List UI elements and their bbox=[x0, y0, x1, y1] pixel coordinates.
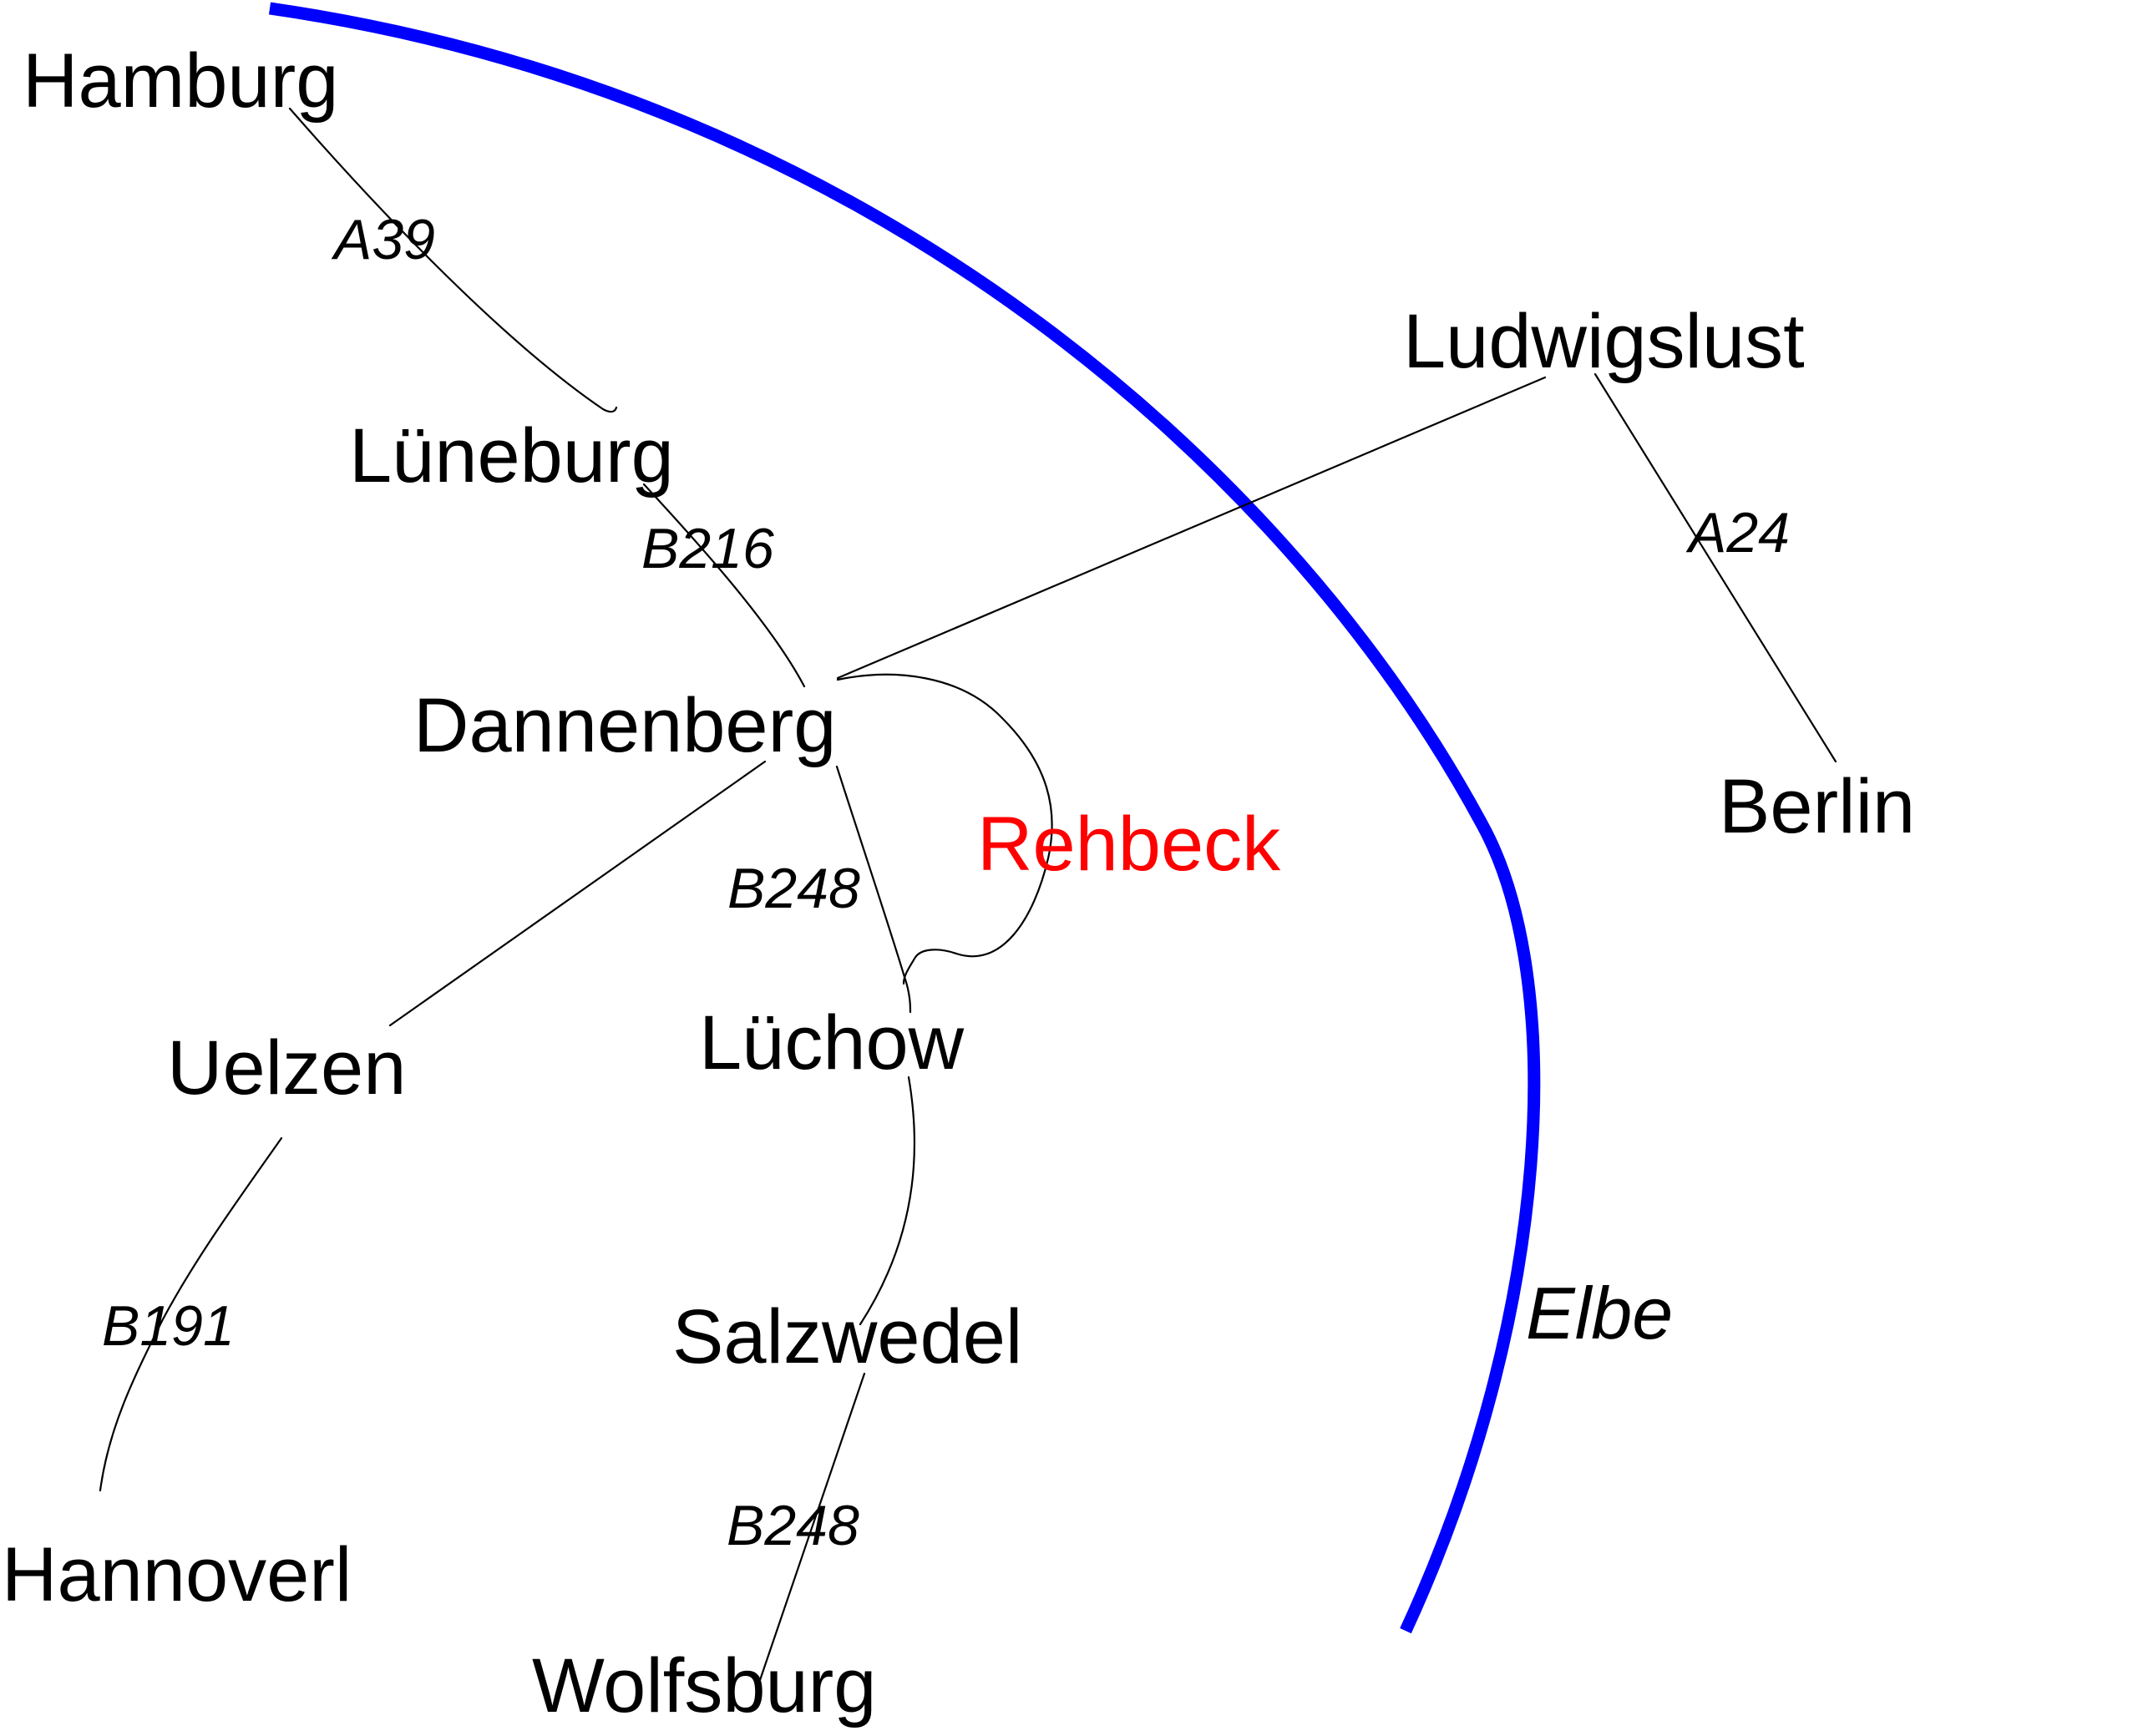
road-label-a24: A24 bbox=[1685, 501, 1790, 564]
road-label-b248-north: B248 bbox=[727, 857, 860, 920]
road-a24-line bbox=[1593, 372, 1837, 763]
river-label-elbe: Elbe bbox=[1526, 1272, 1673, 1354]
elbe-river bbox=[268, 2, 1541, 1634]
road-b191-line bbox=[99, 1136, 283, 1492]
road-label-a39: A39 bbox=[331, 208, 435, 271]
road-b216-line bbox=[642, 483, 806, 688]
city-rehbeck: Rehbeck bbox=[977, 802, 1281, 887]
road-a39-line bbox=[288, 107, 618, 413]
city-dannenberg: Dannenberg bbox=[413, 683, 836, 768]
road-b248-south-line bbox=[758, 1372, 866, 1682]
city-luechow: Lüchow bbox=[699, 1000, 965, 1086]
road-label-b248-south: B248 bbox=[727, 1494, 859, 1557]
city-berlin: Berlin bbox=[1719, 764, 1915, 849]
city-lueneburg: Lüneburg bbox=[349, 413, 674, 499]
road-dannenberg-ludwigslust-line bbox=[836, 376, 1547, 680]
road-rehbeck-loop-line bbox=[836, 673, 1053, 985]
city-labels: Hamburg Lüneburg Dannenberg Rehbeck Lüch… bbox=[2, 38, 1915, 1728]
road-b248-north-line bbox=[835, 765, 912, 1014]
city-wolfsburg: Wolfsburg bbox=[532, 1643, 876, 1728]
road-dannenberg-uelzen-line bbox=[388, 760, 767, 1027]
road-label-b191: B191 bbox=[102, 1294, 235, 1358]
city-salzwedel: Salzwedel bbox=[672, 1294, 1022, 1379]
city-uelzen: Uelzen bbox=[167, 1025, 406, 1111]
city-hamburg: Hamburg bbox=[23, 38, 338, 124]
city-ludwigslust: Ludwigslust bbox=[1403, 299, 1805, 384]
road-luechow-salzwedel-line bbox=[859, 1076, 916, 1326]
road-label-b216: B216 bbox=[641, 517, 774, 580]
road-network bbox=[99, 107, 1837, 1682]
road-labels: A39 B216 A24 B248 B191 B248 bbox=[102, 208, 1790, 1557]
city-hannover: Hannoverl bbox=[2, 1532, 352, 1617]
